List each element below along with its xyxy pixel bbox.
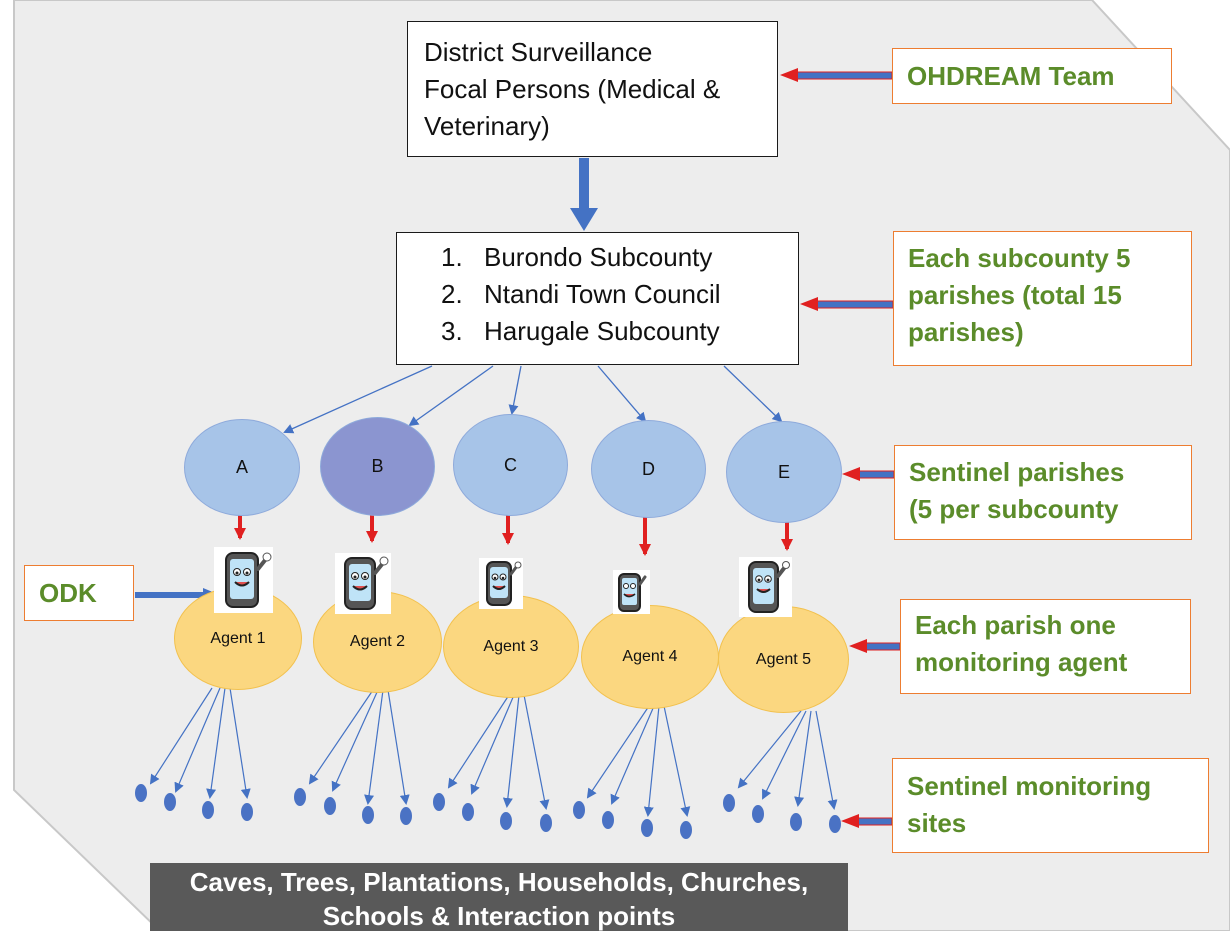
agent-to-site-arrows [149, 687, 838, 817]
site-dot [500, 812, 512, 830]
site-dot [135, 784, 147, 802]
odk-note: ODK [24, 565, 134, 621]
agent-label: Agent 1 [210, 629, 266, 647]
site-dot [294, 788, 306, 806]
site-dot [202, 801, 214, 819]
smartphone-mascot-icon [479, 558, 523, 609]
subcounty-number: 2. [441, 279, 463, 309]
parish-label: E [777, 461, 790, 482]
footer-line-2: Schools & Interaction points [322, 901, 676, 931]
odk-label: ODK [39, 578, 97, 608]
site-dot [400, 807, 412, 825]
site-dot [829, 815, 841, 833]
agent-node-2: Agent 2 [313, 591, 442, 693]
subcounty-note-line: Each subcounty 5 [908, 243, 1131, 273]
parish-node-e: E [726, 421, 842, 523]
parish-label: C [504, 454, 517, 475]
district-focal-box: District Surveillance Focal Persons (Med… [407, 21, 778, 157]
monitoring-agent-note: Each parish one monitoring agent [900, 599, 1191, 694]
subcounty-label: Burondo Subcounty [484, 242, 713, 272]
subcounty-parishes-note: Each subcounty 5 parishes (total 15 pari… [893, 231, 1192, 366]
agent-label: Agent 2 [349, 633, 406, 650]
site-dot [324, 797, 336, 815]
sites-note-line: sites [907, 808, 967, 838]
site-dot [462, 803, 474, 821]
parish-label: D [642, 458, 655, 479]
parishes-note-line: (5 per subcounty [909, 494, 1119, 524]
site-dot [573, 801, 585, 819]
agent-label: Agent 5 [755, 650, 812, 668]
subcounty-label: Ntandi Town Council [484, 279, 721, 309]
agent-label: Agent 4 [622, 648, 678, 665]
agent-note-line: monitoring agent [915, 647, 1128, 677]
subcounty-item: 3. Harugale Subcounty [441, 313, 798, 350]
sites-footer-banner: Caves, Trees, Plantations, Households, C… [150, 863, 848, 931]
subcounty-box: 1. Burondo Subcounty 2. Ntandi Town Counci… [396, 232, 799, 365]
agent-note-line: Each parish one [915, 610, 1116, 640]
agent-label: Agent 3 [483, 637, 539, 655]
subcounty-number: 3. [441, 316, 463, 346]
footer-line-1: Caves, Trees, Plantations, Households, C… [189, 867, 809, 897]
site-dot [602, 811, 614, 829]
sentinel-sites-note: Sentinel monitoring sites [892, 758, 1209, 853]
parish-label: A [235, 457, 248, 477]
agent-node-4: Agent 4 [581, 605, 719, 709]
site-dot [680, 821, 692, 839]
subcounty-item: 2. Ntandi Town Council [441, 276, 798, 313]
site-dot [723, 794, 735, 812]
smartphone-mascot-icon [214, 547, 273, 613]
parish-label: B [371, 456, 384, 476]
site-dot [433, 793, 445, 811]
agent-node-3: Agent 3 [443, 595, 579, 698]
parishes-note-line: Sentinel parishes [909, 457, 1125, 487]
focal-to-subcounty-arrow [570, 158, 598, 231]
monitoring-sites [135, 784, 841, 839]
focal-line-1: District Surveillance [424, 37, 653, 67]
sentinel-parishes-note: Sentinel parishes (5 per subcounty [894, 445, 1192, 540]
parish-node-a: A [184, 419, 300, 516]
agent-node-5: Agent 5 [718, 606, 849, 713]
parish-node-c: C [453, 414, 568, 516]
ohdream-team-note: OHDREAM Team [892, 48, 1172, 104]
smartphone-mascot-icon [613, 570, 650, 614]
site-dot [241, 803, 253, 821]
subcounty-note-line: parishes) [908, 317, 1024, 347]
parish-node-b: B [320, 417, 435, 516]
parish-to-agent-arrows [234, 514, 793, 556]
subcounty-to-parish-arrows [283, 365, 783, 434]
site-dot [790, 813, 802, 831]
subcounty-item: 1. Burondo Subcounty [441, 239, 798, 276]
subcounty-number: 1. [441, 242, 463, 272]
smartphone-mascot-icon [739, 557, 792, 617]
focal-line-2: Focal Persons (Medical & [424, 74, 721, 104]
site-dot [641, 819, 653, 837]
focal-line-3: Veterinary) [424, 111, 550, 141]
parish-node-d: D [591, 420, 706, 518]
site-dot [164, 793, 176, 811]
site-dot [752, 805, 764, 823]
sites-note-line: Sentinel monitoring [907, 771, 1152, 801]
subcounty-note-line: parishes (total 15 [908, 280, 1122, 310]
site-dot [362, 806, 374, 824]
site-dot [540, 814, 552, 832]
smartphone-mascot-icon [335, 553, 391, 614]
subcounty-list: 1. Burondo Subcounty 2. Ntandi Town Counci… [397, 233, 798, 350]
subcounty-label: Harugale Subcounty [484, 316, 720, 346]
team-note-line: OHDREAM Team [907, 61, 1115, 91]
